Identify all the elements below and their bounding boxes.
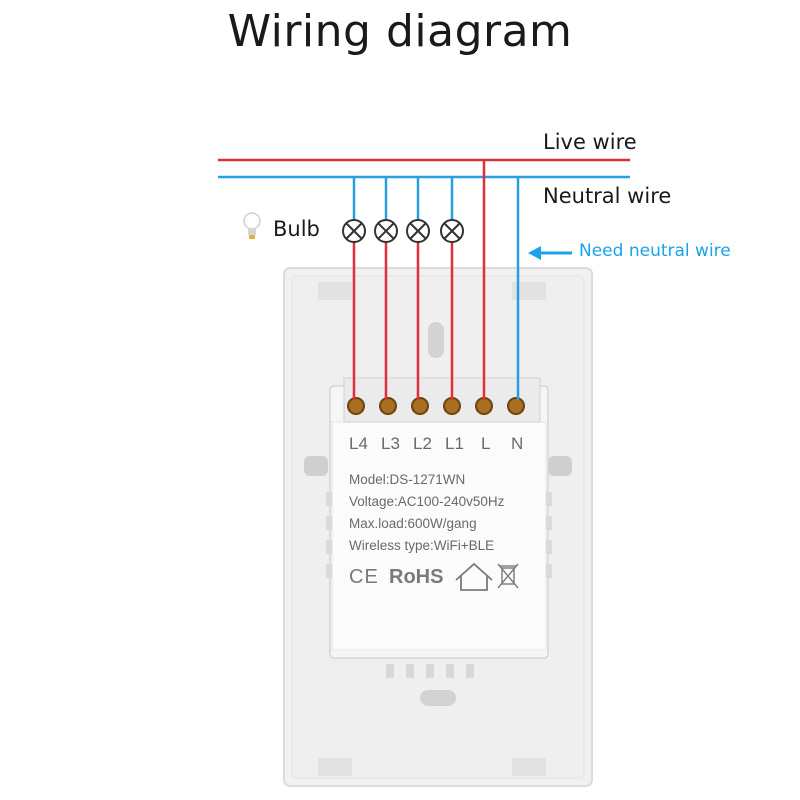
mounting-slot: [428, 322, 444, 358]
terminal-label: L2: [413, 434, 432, 453]
side-tab: [304, 456, 328, 476]
need-neutral-note: Need neutral wire: [579, 241, 731, 261]
terminal-label: L3: [381, 434, 400, 453]
weee-bin-icon: [497, 563, 519, 589]
lamp-symbol-icon: [406, 219, 430, 243]
label-area: [331, 421, 547, 651]
terminal-label: N: [511, 434, 524, 453]
plate-clip: [512, 758, 546, 776]
terminal-screws: [347, 397, 525, 415]
terminal-block: [343, 377, 541, 423]
house-icon: [455, 562, 493, 591]
plate-clip: [318, 758, 352, 776]
side-tab: [548, 456, 572, 476]
ce-mark: CE: [349, 566, 379, 588]
terminal-label: L: [481, 434, 491, 453]
load-wires: [352, 242, 454, 400]
lamp-symbol-icon: [440, 219, 464, 243]
spec-voltage: Voltage:AC100-240v50Hz: [349, 494, 505, 509]
page-title: Wiring diagram: [227, 6, 573, 57]
neutral-drops: [352, 177, 454, 220]
lamp-symbol-icon: [342, 219, 366, 243]
plate-clip: [512, 282, 546, 300]
spec-label: L4 L3 L2 L1 L N Model:DS-1271WN Voltage:…: [335, 428, 545, 598]
rohs-mark: RoHS: [389, 566, 444, 588]
plate-clip: [318, 282, 352, 300]
live-wire-label: Live wire: [543, 130, 637, 154]
spec-wireless: Wireless type:WiFi+BLE: [349, 538, 495, 553]
side-vents: [326, 492, 552, 578]
terminal-label: L4: [349, 434, 368, 453]
spec-max-load: Max.load:600W/gang: [349, 516, 477, 531]
terminal-label: L1: [445, 434, 464, 453]
light-bulb-icon: [243, 212, 261, 239]
spec-model: Model:DS-1271WN: [349, 472, 466, 487]
mounting-slot: [420, 690, 456, 706]
bottom-vents: [386, 664, 474, 678]
lamp-symbol-icon: [374, 219, 398, 243]
bulb-label: Bulb: [273, 217, 320, 241]
neutral-wire-label: Neutral wire: [543, 184, 672, 208]
arrow-left-icon: [528, 246, 572, 260]
